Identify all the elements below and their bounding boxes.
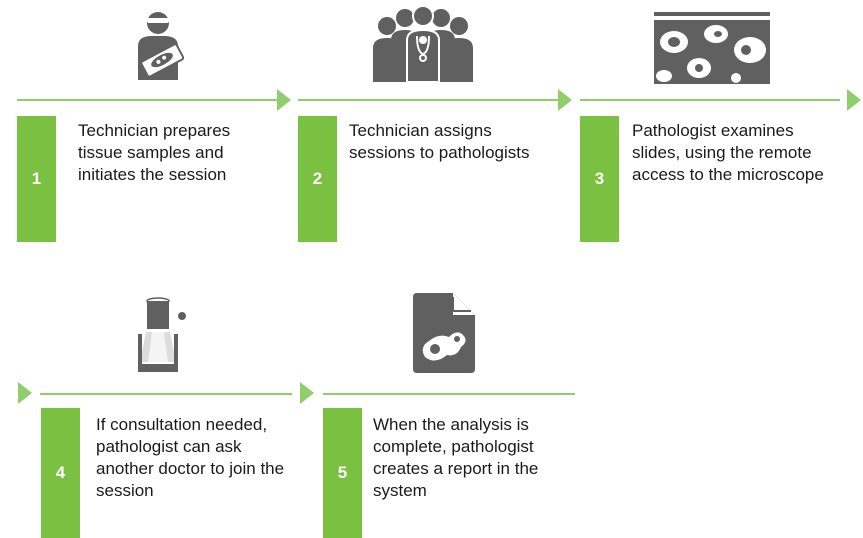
step-number-badge: 2 xyxy=(298,116,337,242)
connector-line-5 xyxy=(323,393,575,395)
step-number-badge: 1 xyxy=(17,116,56,242)
arrow-icon-5 xyxy=(300,382,314,404)
connector-line-2 xyxy=(298,99,560,101)
report-document-icon xyxy=(413,293,475,373)
arrow-icon-4 xyxy=(18,382,32,404)
step-number-badge: 5 xyxy=(323,408,362,538)
step-description: Pathologist examines slides, using the r… xyxy=(632,121,824,184)
step-number: 3 xyxy=(594,169,605,188)
step-number: 4 xyxy=(55,463,66,482)
step-description: Technician prepares tissue samples and i… xyxy=(78,121,231,184)
technician-icon xyxy=(138,12,185,80)
step-description: When the analysis is complete, pathologi… xyxy=(373,415,539,500)
doctors-group-icon xyxy=(373,6,473,82)
arrow-icon-2 xyxy=(558,89,572,111)
step-number: 1 xyxy=(31,169,42,188)
step-number-badge: 4 xyxy=(41,408,80,538)
step-number: 5 xyxy=(337,463,348,482)
cells-slide-icon xyxy=(654,12,770,84)
step-number-badge: 3 xyxy=(580,116,619,242)
microscope-light-icon xyxy=(138,297,186,372)
step-description: If consultation needed, pathologist can … xyxy=(96,415,285,500)
connector-line-3 xyxy=(580,99,840,101)
connector-line-4 xyxy=(40,393,292,395)
arrow-icon-1 xyxy=(277,89,291,111)
step-description: Technician assigns sessions to pathologi… xyxy=(349,121,530,162)
arrow-icon-3 xyxy=(847,89,861,111)
connector-line-1 xyxy=(17,99,279,101)
step-number: 2 xyxy=(312,169,323,188)
